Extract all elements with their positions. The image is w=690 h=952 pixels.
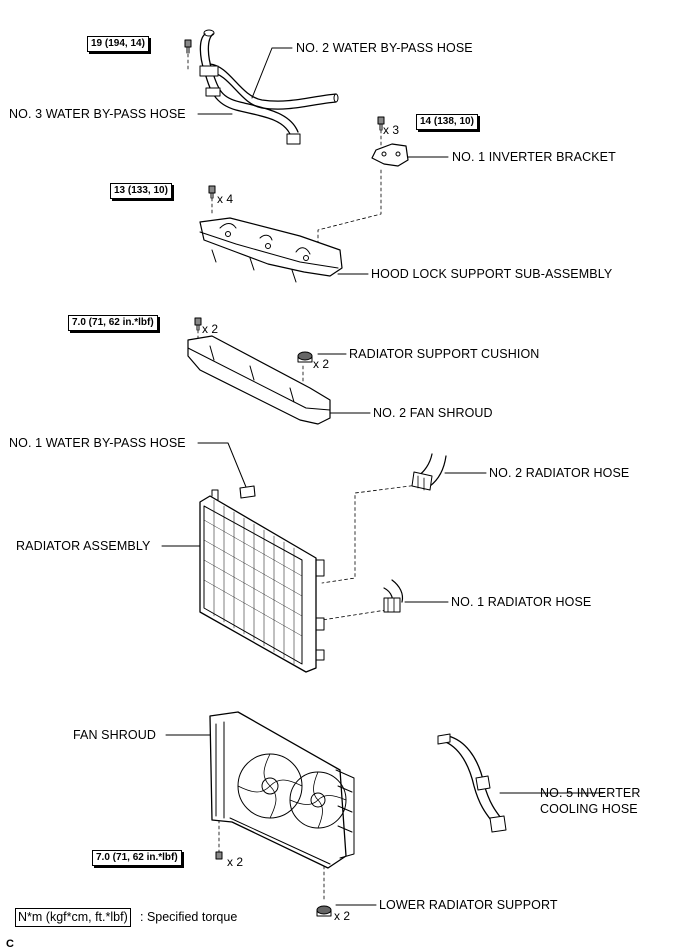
torque-spec-no2-fan-shroud: 7.0 (71, 62 in.*lbf)	[68, 315, 158, 331]
radiator-support-cushion-drawing	[297, 351, 313, 363]
label-lower-radiator-support: LOWER RADIATOR SUPPORT	[379, 898, 558, 912]
no2-radiator-hose-drawing	[411, 453, 447, 491]
no2-water-bypass-hose-drawing	[209, 63, 339, 110]
figure-code: C	[6, 938, 14, 950]
legend-torque-text: : Specified torque	[140, 910, 238, 924]
label-no5-inverter-cooling-hose-line1: NO. 5 INVERTER	[540, 786, 641, 800]
label-fan-shroud: FAN SHROUD	[73, 728, 156, 742]
label-radiator-assembly: RADIATOR ASSEMBLY	[16, 539, 151, 553]
qty-no2-fan-shroud: x 2	[202, 322, 219, 336]
label-hood-lock-support: HOOD LOCK SUPPORT SUB-ASSEMBLY	[371, 267, 613, 281]
label-no2-water-bypass-hose: NO. 2 WATER BY-PASS HOSE	[296, 41, 473, 55]
no1-water-bypass-hose-drawing	[239, 485, 256, 499]
legend-torque-unit: N*m (kgf*cm, ft.*lbf)	[15, 908, 131, 927]
fan-shroud-drawing	[209, 711, 355, 869]
hood-lock-support-drawing	[199, 217, 343, 283]
label-no1-inverter-bracket: NO. 1 INVERTER BRACKET	[452, 150, 616, 164]
bolt-hood-lock	[208, 185, 216, 199]
no1-radiator-hose-drawing	[383, 579, 404, 613]
qty-radiator-support-cushion: x 2	[313, 357, 330, 371]
no5-inverter-cooling-hose-drawing	[437, 733, 507, 833]
bolt-bracket	[377, 116, 385, 131]
bolt-fan-shroud	[215, 851, 223, 860]
radiator-assembly-drawing	[199, 489, 325, 673]
lower-radiator-support-drawing	[316, 905, 332, 917]
torque-spec-fan-shroud: 7.0 (71, 62 in.*lbf)	[92, 850, 182, 866]
torque-spec-hood-lock: 13 (133, 10)	[110, 183, 172, 199]
bolt-bypass	[184, 39, 192, 54]
torque-spec-inverter-bracket: 14 (138, 10)	[416, 114, 478, 130]
qty-hood-lock: x 4	[217, 192, 234, 206]
no3-water-bypass-hose-drawing	[199, 29, 301, 145]
label-radiator-support-cushion: RADIATOR SUPPORT CUSHION	[349, 347, 540, 361]
label-no2-radiator-hose: NO. 2 RADIATOR HOSE	[489, 466, 630, 480]
qty-inverter-bracket: x 3	[383, 123, 400, 137]
label-no5-inverter-cooling-hose-line2: COOLING HOSE	[540, 802, 638, 816]
qty-fan-shroud: x 2	[227, 855, 244, 869]
no2-fan-shroud-drawing	[187, 335, 331, 425]
qty-lower-radiator-support: x 2	[334, 909, 351, 923]
label-no1-water-bypass-hose: NO. 1 WATER BY-PASS HOSE	[9, 436, 186, 450]
leader-lines	[161, 47, 604, 906]
torque-spec-bypass-hose: 19 (194, 14)	[87, 36, 149, 52]
label-no1-radiator-hose: NO. 1 RADIATOR HOSE	[451, 595, 592, 609]
bolt-no2-fan-shroud	[194, 317, 202, 331]
label-no2-fan-shroud: NO. 2 FAN SHROUD	[373, 406, 493, 420]
label-no3-water-bypass-hose: NO. 3 WATER BY-PASS HOSE	[9, 107, 186, 121]
inverter-bracket-drawing	[371, 143, 409, 167]
